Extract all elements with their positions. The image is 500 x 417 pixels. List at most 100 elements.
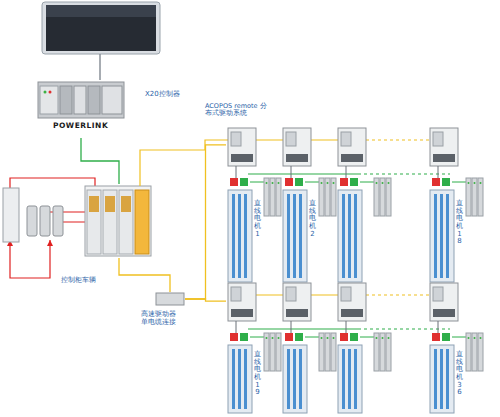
node-label: 直线电机1 [254,200,261,238]
drive-panel [433,287,443,301]
cable-connector [81,138,119,184]
node-label: 直线电机18 [456,200,463,246]
remote-drive [283,128,311,166]
io-led [474,182,476,184]
motor-rail [299,194,302,278]
io-led [278,182,280,184]
motor-connector [432,178,440,186]
motor-rail [348,194,351,278]
drive-panel [231,132,241,146]
motor-connector [350,178,358,186]
remote-drive [283,283,311,321]
system-label: ACOPOS remote 分布式驱动系统 [205,103,267,118]
io-led [388,182,390,184]
drive-connector [341,154,363,162]
motor-rail [293,194,296,278]
filter-cabinet [3,188,19,242]
diagram-node: 直线电机19 [226,281,262,415]
remote-drive [338,283,366,321]
io-led [382,182,384,184]
motor-cable [438,166,439,178]
io-led [266,337,268,339]
io-module [380,333,385,371]
motor-cable [291,166,292,178]
hmi-screen [46,5,156,51]
drive-panel [231,287,241,301]
x20-controller [38,82,124,118]
io-led [272,182,274,184]
io-module [472,333,477,371]
motor-cable [438,321,439,333]
linear-motor [228,190,252,282]
io-module [386,178,391,216]
io-module [270,178,275,216]
powerlink-cable [358,173,450,174]
io-module [319,178,324,216]
remote-drive [430,128,458,166]
diagram-node: 高速驱动器 单电缆连接 [155,292,185,306]
cable-connector [185,299,226,301]
io-cable [305,182,319,183]
io-led [321,182,323,184]
hmi-frame [42,2,160,54]
drive-connector [231,309,253,317]
drive-panel [286,132,296,146]
motor-cable [346,166,347,178]
node-label: X20控制器 [145,90,180,98]
linear-motor [430,345,454,413]
capacitors [27,206,63,236]
diagram-node: X20控制器POWERLINK [35,78,127,138]
motor-rail [348,349,351,409]
node-label: 高速驱动器 单电缆连接 [141,310,183,326]
io-module [325,333,330,371]
io-module [478,333,483,371]
io-module [276,333,281,371]
io-led [382,337,384,339]
io-module [276,178,281,216]
motor-rail [440,349,443,409]
remote-drive [228,128,256,166]
io-led [333,182,335,184]
motor-connector [230,178,238,186]
io-module [472,178,477,216]
drive-modules [228,128,483,413]
drive-connector [433,309,455,317]
motor-rail [287,194,290,278]
io-led [376,182,378,184]
motor-connector [240,333,248,341]
io-cable [250,182,264,183]
motor-rail [244,194,247,278]
motor-rail [238,194,241,278]
linear-motor [338,345,362,413]
io-led [321,337,323,339]
drive-panel [341,132,351,146]
linear-motor [283,345,307,413]
motor-rail [446,194,449,278]
io-led [376,337,378,339]
motor-rail [232,349,235,409]
io-module [331,178,336,216]
diagram-node: 直线电机1 [226,126,262,284]
io-cable [305,337,319,338]
motor-rail [238,349,241,409]
drive-panel [433,132,443,146]
linear-motor [228,345,252,413]
io-module [466,178,471,216]
motor-cable [236,321,237,333]
motor-rail [287,349,290,409]
linear-motor [430,190,454,282]
node-label: 控制柜车辆 [61,276,96,284]
powerlink-cable [248,328,358,329]
bus-cable [366,294,430,295]
io-module [386,333,391,371]
io-module [264,178,269,216]
io-led [333,337,335,339]
io-led [474,337,476,339]
diagram-node: 直线电机2 [281,126,317,284]
io-module [380,178,385,216]
power-filter [7,178,95,278]
node-label: 直线电机36 [456,351,463,397]
drive-panel [286,287,296,301]
